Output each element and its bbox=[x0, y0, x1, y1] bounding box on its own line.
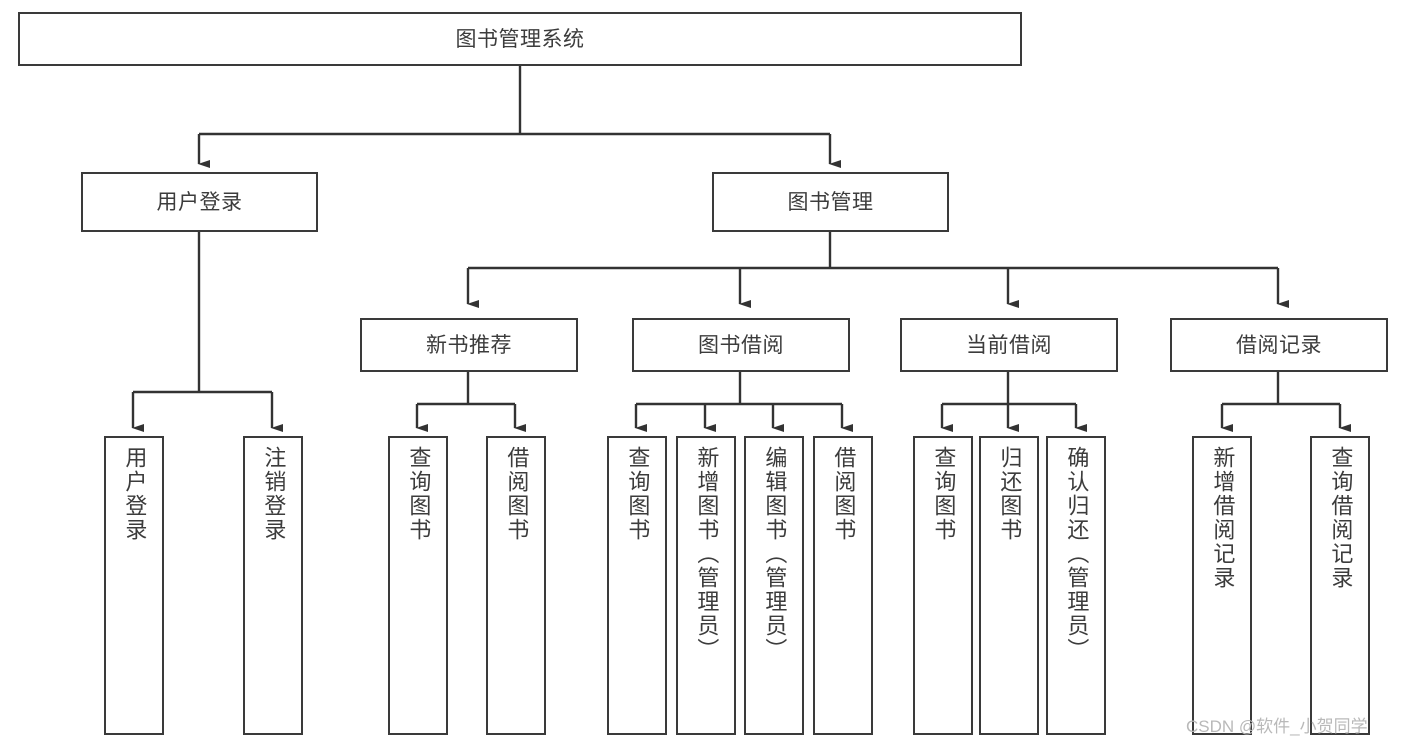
node-label: 查询图书 bbox=[931, 446, 957, 542]
leaf-current-borrow-return[interactable]: 归还图书 bbox=[979, 436, 1039, 735]
node-label: 新书推荐 bbox=[426, 333, 512, 357]
node-label: 图书管理 bbox=[787, 190, 874, 214]
leaf-current-borrow-query[interactable]: 查询图书 bbox=[913, 436, 973, 735]
node-label: 图书借阅 bbox=[698, 333, 784, 357]
leaf-borrow-record-query[interactable]: 查询借阅记录 bbox=[1310, 436, 1370, 735]
node-label: 用户登录 bbox=[156, 190, 243, 214]
node-label: 新增图书（管理员） bbox=[694, 446, 720, 662]
node-book-management[interactable]: 图书管理 bbox=[712, 172, 949, 232]
node-label: 新增借阅记录 bbox=[1210, 446, 1236, 590]
node-label: 注销登录 bbox=[261, 446, 287, 542]
node-label: 借阅图书 bbox=[504, 446, 530, 542]
node-root-system[interactable]: 图书管理系统 bbox=[18, 12, 1022, 66]
node-label: 查询图书 bbox=[406, 446, 432, 542]
leaf-book-borrow-add[interactable]: 新增图书（管理员） bbox=[676, 436, 736, 735]
leaf-book-borrow-edit[interactable]: 编辑图书（管理员） bbox=[744, 436, 804, 735]
node-user-login[interactable]: 用户登录 bbox=[81, 172, 318, 232]
leaf-user-login-logout[interactable]: 注销登录 bbox=[243, 436, 303, 735]
watermark-text: CSDN @软件_小贺同学 bbox=[1186, 717, 1368, 736]
node-new-book-recommend[interactable]: 新书推荐 bbox=[360, 318, 578, 372]
node-label: 用户登录 bbox=[122, 446, 148, 542]
node-label: 当前借阅 bbox=[966, 333, 1052, 357]
node-label: 借阅图书 bbox=[831, 446, 857, 542]
node-borrow-record[interactable]: 借阅记录 bbox=[1170, 318, 1388, 372]
node-label: 确认归还（管理员） bbox=[1064, 446, 1090, 662]
leaf-current-borrow-confirm[interactable]: 确认归还（管理员） bbox=[1046, 436, 1106, 735]
node-label: 归还图书 bbox=[997, 446, 1023, 542]
node-label: 借阅记录 bbox=[1236, 333, 1322, 357]
node-label: 查询借阅记录 bbox=[1328, 446, 1354, 590]
node-book-borrow[interactable]: 图书借阅 bbox=[632, 318, 850, 372]
node-label: 图书管理系统 bbox=[455, 27, 585, 51]
node-current-borrow[interactable]: 当前借阅 bbox=[900, 318, 1118, 372]
leaf-book-borrow-borrow[interactable]: 借阅图书 bbox=[813, 436, 873, 735]
leaf-new-book-query[interactable]: 查询图书 bbox=[388, 436, 448, 735]
leaf-user-login-login[interactable]: 用户登录 bbox=[104, 436, 164, 735]
leaf-book-borrow-query[interactable]: 查询图书 bbox=[607, 436, 667, 735]
node-label: 编辑图书（管理员） bbox=[762, 446, 788, 662]
node-label: 查询图书 bbox=[625, 446, 651, 542]
leaf-borrow-record-add[interactable]: 新增借阅记录 bbox=[1192, 436, 1252, 735]
leaf-new-book-borrow[interactable]: 借阅图书 bbox=[486, 436, 546, 735]
